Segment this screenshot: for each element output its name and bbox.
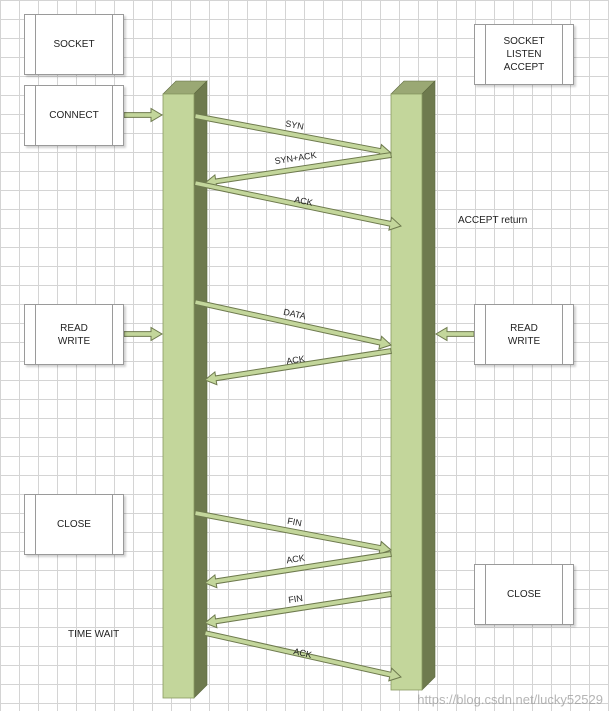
client-read-write-box: READ WRITE (24, 304, 124, 365)
message-arrow-8 (204, 591, 392, 629)
message-label-2: SYN+ACK (274, 150, 317, 166)
message-arrow-4 (193, 299, 392, 350)
message-label-3: ACK (294, 194, 314, 208)
client-connect-box: CONNECT (24, 85, 124, 146)
server-read-write-arrow (435, 326, 475, 342)
client-lifeline-side (193, 80, 208, 699)
message-arrow-6 (194, 510, 392, 556)
watermark: https://blog.csdn.net/lucky52529 (417, 692, 603, 707)
client-lifeline (162, 93, 195, 699)
server-close-box: CLOSE (474, 564, 574, 625)
server-socket-listen-accept-box: SOCKET LISTEN ACCEPT (474, 24, 574, 85)
message-label-7: ACK (286, 553, 306, 566)
message-arrow-5 (204, 348, 392, 386)
server-lifeline-side (421, 80, 436, 691)
server-read-write-box: READ WRITE (474, 304, 574, 365)
message-label-8: FIN (288, 593, 304, 605)
message-label-6: FIN (287, 516, 303, 529)
time-wait-label: TIME WAIT (68, 629, 120, 640)
message-arrow-3 (193, 180, 402, 231)
message-label-1: SYN (285, 118, 305, 131)
message-label-5: ACK (286, 354, 306, 367)
client-close-box: CLOSE (24, 494, 124, 555)
message-arrow-9 (203, 630, 402, 682)
client-socket-box: SOCKET (24, 14, 124, 75)
connect-arrow (123, 107, 163, 123)
client-read-write-arrow (123, 326, 163, 342)
message-arrow-7 (204, 551, 392, 589)
accept-return-label: ACCEPT return (458, 215, 528, 226)
server-lifeline (390, 93, 423, 691)
message-label-9: ACK (293, 646, 313, 660)
message-label-4: DATA (282, 307, 306, 322)
